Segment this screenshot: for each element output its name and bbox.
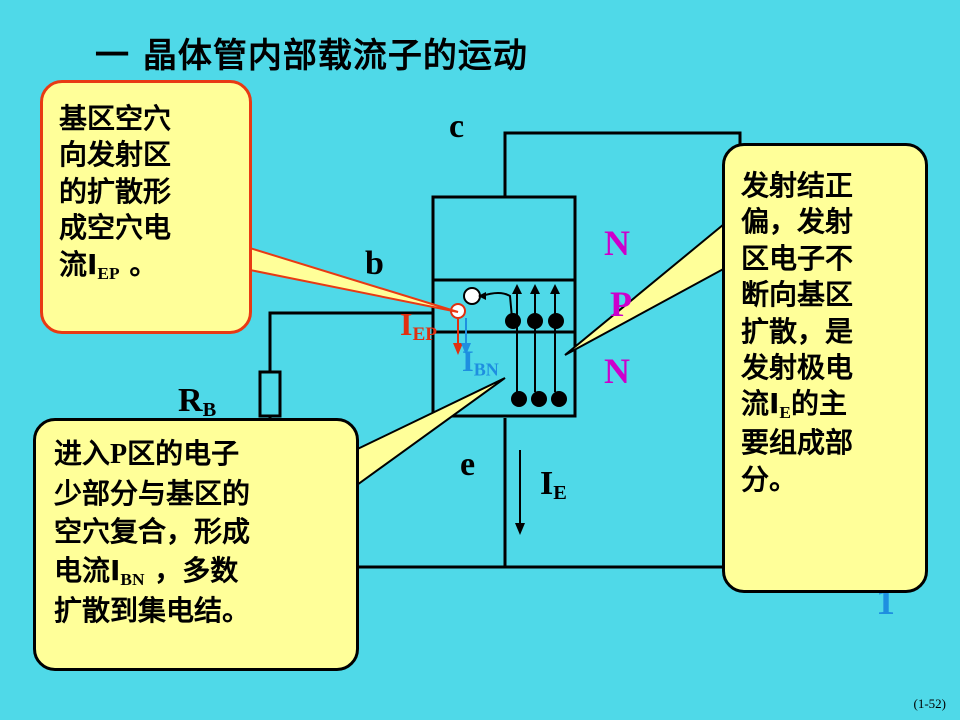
ibn-label-sub: BN <box>473 359 499 380</box>
callout-hole-line-5: 流IEP 。 <box>59 247 233 286</box>
rb-resistor <box>258 370 282 418</box>
callout-emitter-line-4: 断向基区 <box>741 278 854 312</box>
callout-hole-line-4: 成空穴电 <box>59 211 172 245</box>
ibn-label: IBN <box>462 345 499 381</box>
base-wire <box>268 311 433 372</box>
iep-label-sub: EP <box>412 323 437 345</box>
callout-emitter-line-7-pre: 流I <box>741 387 780 421</box>
base-label: b <box>365 245 384 282</box>
callout-hole-line-2: 向发射区 <box>59 138 172 172</box>
callout-emitter-line-7-sub: E <box>779 403 792 423</box>
rb-label: RB <box>178 382 216 422</box>
rb-label-sub: B <box>202 399 217 422</box>
n-bottom-label: N <box>604 351 630 391</box>
iep-label-main: I <box>400 306 413 342</box>
callout-electron-line-1: 进入P区的电子 <box>54 435 338 475</box>
ibn-label-main: I <box>462 345 474 378</box>
callout-emitter-line-5: 扩散，是 <box>741 314 854 348</box>
callout-electron-line-1-pre: 进入 <box>54 437 111 470</box>
ie-label-sub: E <box>553 482 567 505</box>
callout-emitter-line-7-post: 的主 <box>791 387 848 421</box>
callout-hole-line-3: 的扩散形 <box>59 174 172 208</box>
electron-emitter-3 <box>551 391 567 407</box>
collector-label: c <box>449 108 465 145</box>
callout-hole-line-5-post: 。 <box>119 247 158 281</box>
ie-label: IE <box>540 465 567 505</box>
callout-emitter-line-8: 要组成部 <box>741 426 854 460</box>
callout-electron-line-1-post: 区的电子 <box>127 437 240 470</box>
page-number: (1-52) <box>913 696 947 711</box>
callout-right-pointer <box>564 213 742 356</box>
callout-electron-line-4-pre: 电流I <box>54 553 121 587</box>
electron-emitter-1 <box>511 391 527 407</box>
p-label: P <box>610 284 632 324</box>
emitter-region-n <box>431 330 577 418</box>
callout-electron-line-4: 电流IBN ，多数 <box>54 552 338 592</box>
callout-left-bottom-pointer <box>343 377 506 492</box>
page-title: 一 晶体管内部载流子的运动 <box>95 36 528 76</box>
electron-base-1 <box>505 313 521 329</box>
callout-hole-line-5-pre: 流I <box>59 247 98 281</box>
callout-electron-line-4-sub: BN <box>120 570 145 590</box>
callout-emitter-forward-bias: 发射结正 偏，发射 区电子不 断向基区 扩散，是 发射极电 流IE的主 要组成部… <box>722 143 928 593</box>
ie-label-main: I <box>540 465 554 502</box>
callout-hole-line-1: 基区空穴 <box>59 102 172 135</box>
hole <box>463 287 481 305</box>
callout-hole-diffusion: 基区空穴 向发射区 的扩散形 成空穴电 流IEP 。 <box>40 80 252 334</box>
rb-label-main: R <box>178 382 203 419</box>
callout-left-top-pointer <box>239 243 459 313</box>
callout-emitter-line-9: 分。 <box>741 462 798 496</box>
callout-electron-line-3: 空穴复合，形成 <box>54 515 251 549</box>
callout-electron-line-1-p: P <box>110 439 128 470</box>
n-top-label: N <box>604 223 630 263</box>
callout-emitter-line-1: 发射结正 <box>741 169 854 202</box>
callout-electron-line-4-post: ，多数 <box>144 553 239 587</box>
callout-electron-recombination: 进入P区的电子 少部分与基区的 空穴复合，形成 电流IBN ，多数 扩散到集电结… <box>33 418 359 671</box>
callout-electron-line-5: 扩散到集电结。 <box>54 594 251 628</box>
hole-path-arrow <box>481 292 513 319</box>
callout-emitter-line-2: 偏，发射 <box>741 205 854 239</box>
callout-electron-line-2: 少部分与基区的 <box>54 476 251 510</box>
callout-emitter-line-6: 发射极电 <box>741 350 854 384</box>
callout-emitter-line-3: 区电子不 <box>741 241 854 275</box>
emitter-label: e <box>460 446 476 483</box>
collector-region-n <box>431 195 577 282</box>
callout-emitter-line-7: 流IE的主 <box>741 386 909 425</box>
iep-label: IEP <box>400 306 437 346</box>
electron-emitter-2 <box>531 391 547 407</box>
callout-hole-line-5-sub: EP <box>97 263 120 283</box>
